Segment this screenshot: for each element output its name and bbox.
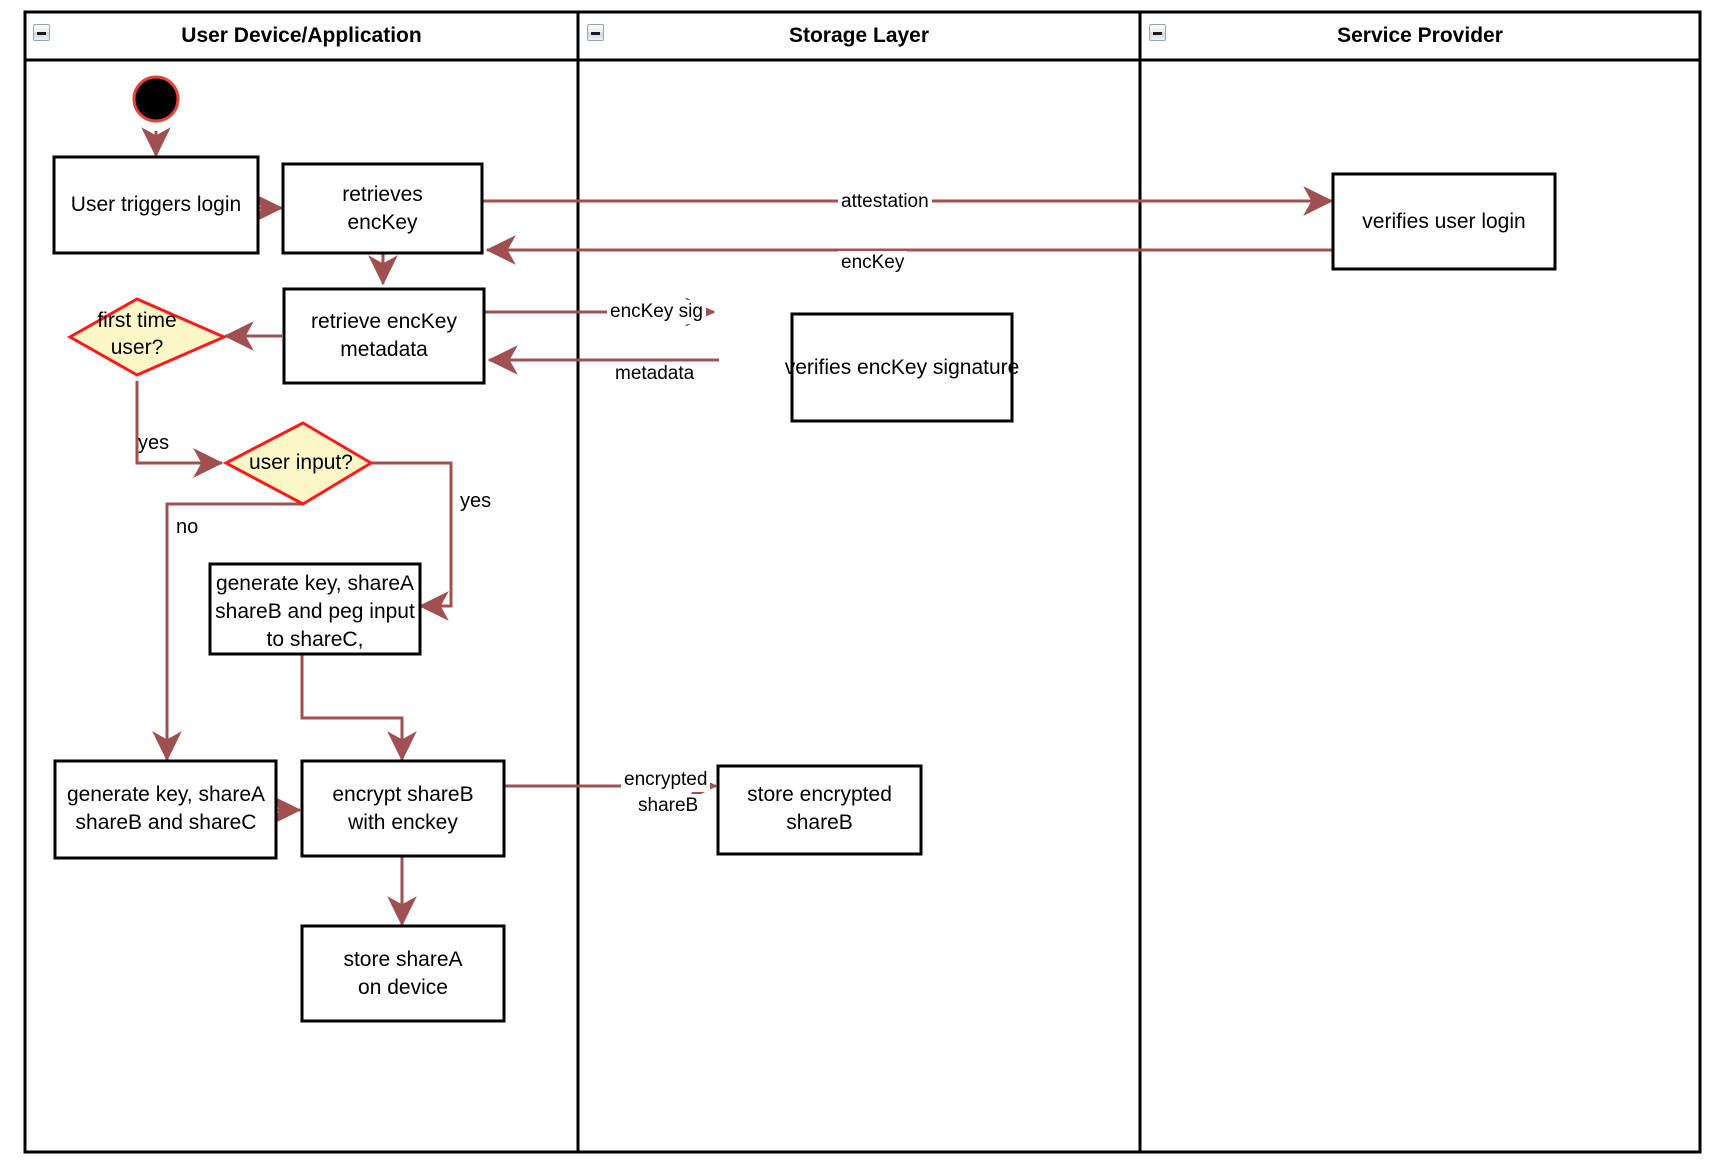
- node-user-input[interactable]: [222, 421, 374, 506]
- node-verifies-user-login[interactable]: [1331, 172, 1557, 271]
- node-encrypt-shareb[interactable]: [300, 759, 506, 858]
- node-retrieves-enckey[interactable]: [281, 162, 484, 255]
- edge-peg-to-encrypt: [300, 654, 417, 762]
- node-generate-peg[interactable]: [208, 562, 422, 656]
- node-retrieve-enckey-metadata[interactable]: [282, 287, 486, 385]
- node-store-encrypted-shareb[interactable]: [716, 764, 923, 856]
- node-layer: [52, 75, 1557, 1023]
- node-store-sharea[interactable]: [300, 924, 506, 1023]
- edge-firsttime-yes: [135, 381, 224, 478]
- collapse-minus-icon-storage-layer[interactable]: [587, 24, 604, 41]
- node-generate-shares[interactable]: [53, 759, 278, 860]
- collapse-minus-icon-service-provider[interactable]: [1149, 24, 1166, 41]
- edge-userinput-no: [152, 502, 303, 762]
- collapse-minus-icon-user-device[interactable]: [33, 24, 50, 41]
- initial-node: [132, 75, 180, 123]
- edge-userinput-yes: [371, 461, 453, 621]
- node-verifies-enckey-signature[interactable]: [790, 312, 1014, 423]
- node-user-triggers-login[interactable]: [52, 155, 260, 255]
- node-first-time-user[interactable]: [66, 297, 228, 377]
